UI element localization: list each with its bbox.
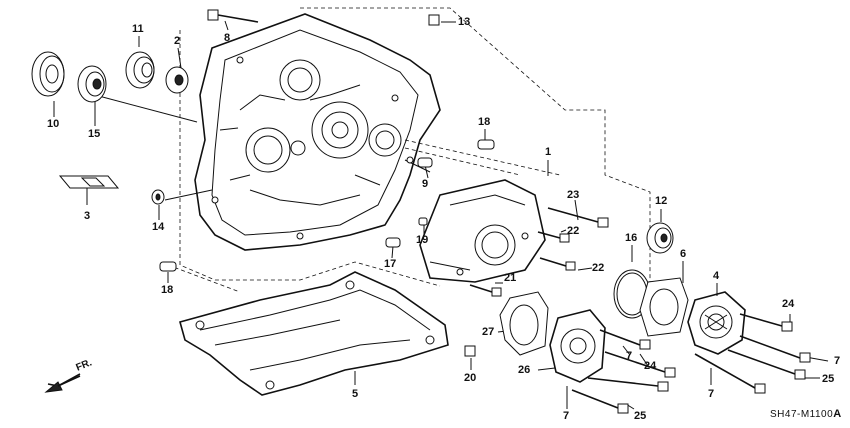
pin-19 — [418, 217, 428, 226]
diagram-code-suffix: A — [833, 408, 842, 420]
dowel-18-upper — [477, 139, 495, 150]
bolts-23-22-21 — [469, 207, 609, 297]
callout-23: 23 — [567, 189, 580, 201]
callout-11: 11 — [132, 23, 144, 35]
washer-2 — [165, 66, 189, 94]
callout-14: 14 — [152, 221, 165, 233]
extension-housing — [419, 179, 546, 283]
callout-27: 27 — [482, 326, 495, 338]
front-direction-arrow — [44, 373, 81, 393]
callout-24b: 24 — [644, 360, 657, 372]
callout-7c: 7 — [708, 388, 715, 400]
plug-13 — [428, 14, 440, 26]
callout-25a: 25 — [822, 373, 835, 385]
bolts-lower — [464, 329, 676, 414]
bearing-11 — [125, 51, 155, 89]
diagram-code: SH47-M1100A — [770, 408, 842, 420]
dowel-9 — [417, 157, 433, 168]
bearing-10 — [31, 51, 65, 97]
gasket-6 — [639, 277, 689, 337]
callout-5: 5 — [352, 388, 359, 400]
dowel-18-lower — [159, 261, 177, 272]
callout-16: 16 — [625, 232, 638, 244]
callout-7b: 7 — [563, 410, 570, 422]
gasket-27 — [499, 291, 549, 356]
callout-25b: 25 — [634, 410, 647, 422]
callout-13: 13 — [458, 16, 471, 28]
seal-15 — [77, 65, 107, 103]
callout-12: 12 — [655, 195, 668, 207]
washer-14 — [151, 189, 165, 205]
splash-plate-5 — [179, 271, 449, 396]
callout-24a: 24 — [782, 298, 795, 310]
callout-18-lower: 18 — [161, 284, 174, 296]
callout-15: 15 — [88, 128, 101, 140]
callout-10: 10 — [47, 118, 60, 130]
callout-7d: 7 — [834, 355, 841, 367]
case-outline — [167, 7, 651, 330]
callout-3: 3 — [84, 210, 91, 222]
callout-22a: 22 — [567, 225, 580, 237]
callout-26: 26 — [518, 364, 531, 376]
callout-7a: 7 — [626, 350, 633, 362]
oil-seal-12 — [646, 222, 674, 254]
callout-6: 6 — [680, 248, 687, 260]
callout-8: 8 — [224, 32, 231, 44]
diagram-code-text: SH47-M1100 — [770, 409, 834, 420]
callout-22b: 22 — [592, 262, 605, 274]
callout-18-upper: 18 — [478, 116, 491, 128]
callout-20: 20 — [464, 372, 477, 384]
dowel-17 — [385, 237, 401, 248]
bolts-right — [694, 313, 811, 394]
callout-2: 2 — [174, 35, 181, 47]
callout-21: 21 — [504, 272, 517, 284]
bolt-8 — [207, 9, 259, 23]
cover-4 — [687, 291, 746, 355]
callout-19: 19 — [416, 234, 429, 246]
transmission-case — [194, 13, 441, 251]
callout-17: 17 — [384, 258, 397, 270]
cover-26 — [549, 309, 606, 383]
callout-9: 9 — [422, 178, 429, 190]
callout-1: 1 — [545, 146, 552, 158]
magnet-3 — [58, 175, 120, 189]
callout-4: 4 — [713, 270, 720, 282]
